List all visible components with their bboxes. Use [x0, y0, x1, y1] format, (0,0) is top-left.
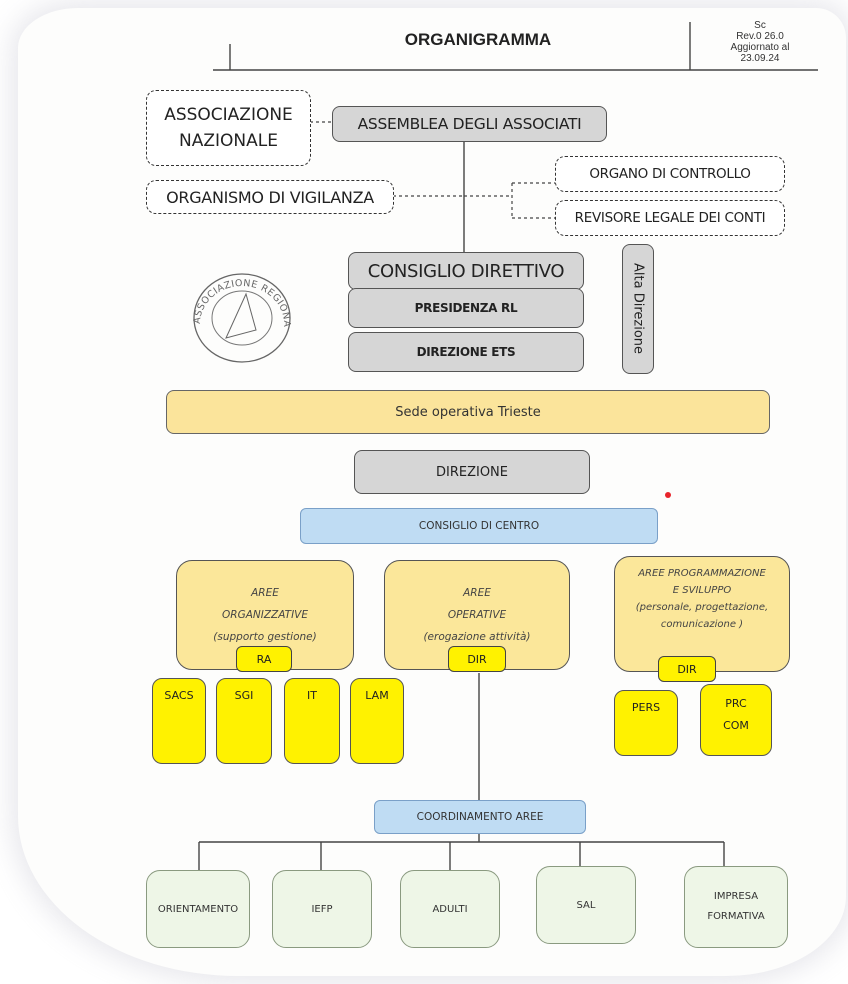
- consiglio-direttivo-box: CONSIGLIO DIRETTIVO: [348, 252, 584, 290]
- coordinamento-aree-box: COORDINAMENTO AREE: [374, 800, 586, 834]
- unit-lam: LAM: [350, 678, 404, 764]
- area-title: AREE: [463, 587, 491, 599]
- revisore-box: REVISORE LEGALE DEI CONTI: [555, 200, 785, 236]
- meta-line: Aggiornato al: [730, 42, 790, 53]
- organismo-vigilanza-box: ORGANISMO DI VIGILANZA: [146, 180, 394, 214]
- seal-stamp-icon: ASSOCIAZIONE REGIONALE: [183, 258, 298, 366]
- consiglio-di-centro-box: CONSIGLIO DI CENTRO: [300, 508, 658, 544]
- document-revision-info: Sc Rev.0 26.0 Aggiornato al 23.09.24: [710, 20, 810, 64]
- meta-line: Sc: [754, 20, 766, 31]
- area-tag-ra: RA: [236, 646, 292, 672]
- unit-iefp: IEFP: [272, 870, 372, 948]
- unit-orientamento: ORIENTAMENTO: [146, 870, 250, 948]
- area-description: (erogazione attività): [423, 631, 531, 643]
- meta-line: Rev.0 26.0: [736, 31, 784, 42]
- organo-controllo-box: ORGANO DI CONTROLLO: [555, 156, 785, 192]
- aree-programmazione-box: AREE PROGRAMMAZIONE E SVILUPPO (personal…: [614, 556, 790, 672]
- area-tag-dir: DIR: [448, 646, 506, 672]
- area-subtitle: ORGANIZZATIVE: [222, 609, 308, 621]
- area-title: AREE: [251, 587, 279, 599]
- area-subtitle: OPERATIVE: [447, 609, 507, 621]
- alta-direzione-box: Alta Direzione: [622, 244, 654, 374]
- page-title: ORGANIGRAMMA: [404, 30, 552, 49]
- unit-sacs: SACS: [152, 678, 206, 764]
- unit-pers: PERS: [614, 690, 678, 756]
- document-sheet: ORGANIGRAMMA Sc Rev.0 26.0 Aggiornato al…: [18, 8, 846, 976]
- connector-lines: [198, 22, 818, 870]
- area-subtitle: E SVILUPPO: [672, 585, 732, 596]
- stamp-text: ASSOCIAZIONE REGIONALE: [183, 258, 292, 327]
- red-dot: [665, 492, 671, 498]
- svg-text:ASSOCIAZIONE REGIONALE: ASSOCIAZIONE REGIONALE: [186, 266, 292, 327]
- unit-prc-com: PRC COM: [700, 684, 772, 756]
- meta-line: 23.09.24: [740, 53, 780, 64]
- unit-sgi: SGI: [216, 678, 272, 764]
- area-description: comunicazione ): [660, 619, 744, 630]
- direzione-box: DIREZIONE: [354, 450, 590, 494]
- direzione-ets-box: DIREZIONE ETS: [348, 332, 584, 372]
- sede-operativa-bar: Sede operativa Trieste: [166, 390, 770, 434]
- associazione-nazionale-box: ASSOCIAZIONE NAZIONALE: [146, 90, 311, 166]
- unit-impresa-formativa: IMPRESA FORMATIVA: [684, 866, 788, 948]
- area-tag-dir: DIR: [658, 656, 716, 682]
- area-description: (supporto gestione): [213, 631, 317, 643]
- unit-adulti: ADULTI: [400, 870, 500, 948]
- area-title: AREE PROGRAMMAZIONE: [638, 568, 766, 579]
- unit-it: IT: [284, 678, 340, 764]
- assemblea-box: ASSEMBLEA DEGLI ASSOCIATI: [332, 106, 607, 142]
- area-description: (personale, progettazione,: [635, 602, 769, 613]
- unit-sal: SAL: [536, 866, 636, 944]
- presidenza-box: PRESIDENZA RL: [348, 288, 584, 328]
